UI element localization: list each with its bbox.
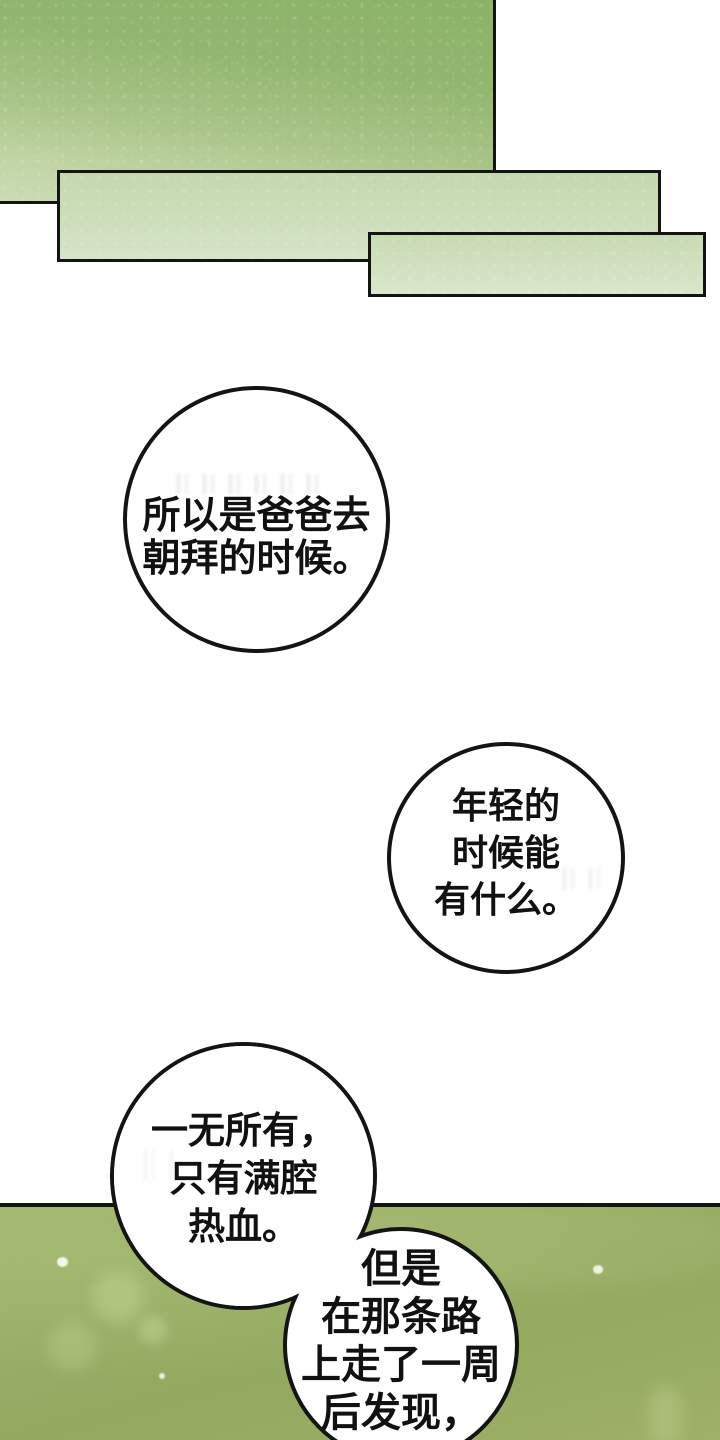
speech-bubble-2-text: 年轻的 时候能 有什么。 (387, 782, 625, 923)
bubble-text-line: 时候能 (451, 832, 560, 873)
bubble-text-line: 只有满腔 (169, 1158, 318, 1199)
bubble-text-line: 热血。 (188, 1206, 299, 1247)
bubble-text-line: 朝拜的时候。 (142, 538, 371, 580)
speech-bubble-3-fill-patch (114, 1046, 373, 1306)
panel-texture (371, 235, 703, 294)
speech-bubble-4-text: 但是 在那条路 上走了一周 后发现， (283, 1245, 519, 1437)
bubble-text-line: 但是 (361, 1247, 441, 1291)
light-dot (593, 1265, 603, 1274)
speech-bubble-1 (123, 386, 390, 653)
light-dot (159, 1373, 165, 1379)
bubble-text-line: 在那条路 (321, 1295, 481, 1339)
bokeh-blob (139, 1316, 167, 1344)
bokeh-blob (48, 1322, 96, 1370)
bokeh-streak (648, 1385, 682, 1440)
bubble-text-line: 后发现， (321, 1391, 481, 1435)
bubble-text-line: 一无所有， (151, 1110, 336, 1151)
bubble-text-line: 年轻的 (451, 785, 560, 826)
speech-bubble-2 (387, 742, 625, 974)
speech-bubble-1-text: 所以是爸爸去 朝拜的时候。 (123, 495, 390, 581)
bubble-text-line: 有什么。 (433, 879, 578, 920)
light-dot (57, 1257, 68, 1267)
bubble-text-line: 上走了一周 (301, 1343, 501, 1387)
bubble-text-line: 所以是爸爸去 (142, 495, 371, 537)
bokeh-blob (92, 1271, 144, 1323)
green-panel-lower-bar (368, 232, 706, 297)
speech-bubble-3-text: 一无所有， 只有满腔 热血。 (110, 1107, 377, 1251)
